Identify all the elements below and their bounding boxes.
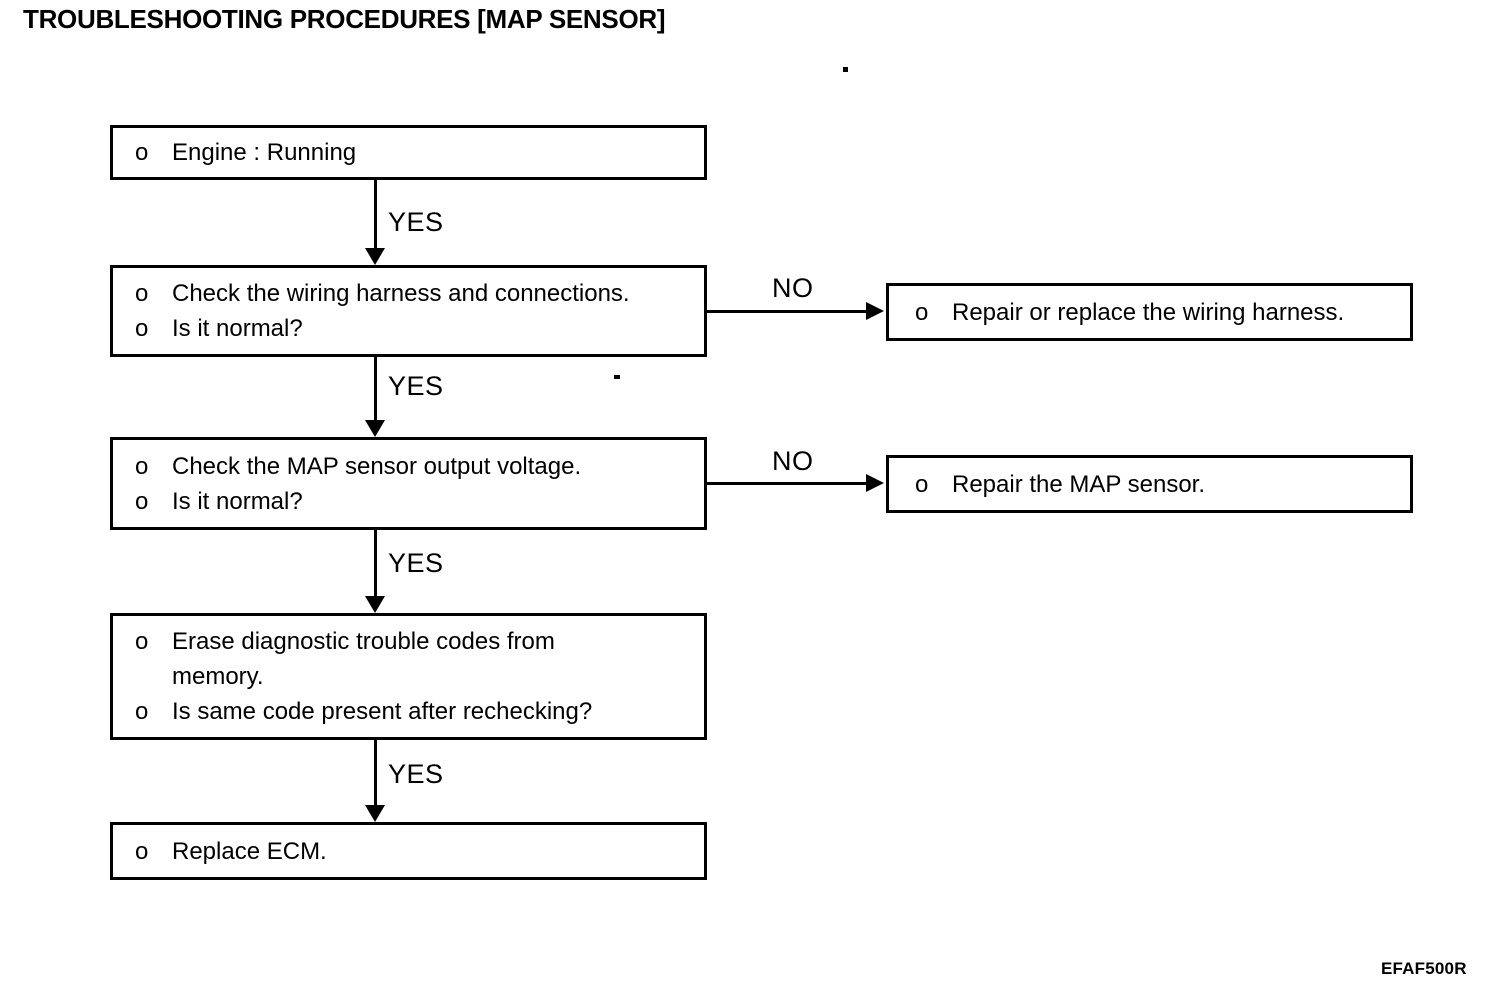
arrow-line-down-2 — [374, 357, 377, 422]
flow-step-check-wiring: o Check the wiring harness and connectio… — [110, 265, 707, 357]
arrow-line-right-2 — [707, 482, 868, 485]
arrow-line-down-4 — [374, 740, 377, 806]
yes-label-4: YES — [388, 759, 444, 789]
yes-label-3: YES — [388, 548, 444, 578]
step-line: o Engine : Running — [135, 135, 688, 170]
bullet-marker: o — [135, 452, 149, 480]
arrow-head-down-4-icon — [365, 805, 385, 822]
step-text: Check the MAP sensor output voltage. — [172, 452, 582, 480]
no-label-2: NO — [772, 446, 814, 476]
step-text: Is same code present after rechecking? — [172, 698, 593, 725]
scan-artifact-dot — [843, 67, 848, 72]
bullet-marker: o — [135, 487, 149, 515]
yes-label-2: YES — [388, 371, 444, 401]
bullet-marker: o — [915, 298, 929, 326]
bullet-marker: o — [135, 628, 149, 655]
flow-step-engine-running: o Engine : Running — [110, 125, 707, 180]
outcome-line: o Repair or replace the wiring harness. — [915, 295, 1404, 330]
flow-step-erase-codes: o Erase diagnostic trouble codes from me… — [110, 613, 707, 740]
outcome-line: o Repair the MAP sensor. — [915, 467, 1404, 502]
bullet-marker: o — [135, 837, 149, 865]
step-line: o Erase diagnostic trouble codes from me… — [135, 624, 688, 694]
flow-step-replace-ecm: o Replace ECM. — [110, 822, 707, 880]
step-line: o Check the wiring harness and connectio… — [135, 276, 688, 311]
step-text: Engine : Running — [172, 139, 357, 166]
bullet-marker: o — [135, 315, 149, 342]
arrow-head-down-2-icon — [365, 420, 385, 437]
arrow-line-down-3 — [374, 530, 377, 597]
arrow-line-down-1 — [374, 180, 377, 250]
bullet-marker: o — [915, 470, 929, 498]
bullet-marker: o — [135, 280, 149, 307]
scan-artifact-dot — [614, 375, 620, 379]
step-line: o Is it normal? — [135, 484, 688, 519]
outcome-repair-wiring: o Repair or replace the wiring harness. — [886, 283, 1413, 341]
step-text: Is it normal? — [172, 315, 303, 342]
step-line: o Check the MAP sensor output voltage. — [135, 449, 688, 484]
step-line: o Is it normal? — [135, 311, 688, 346]
arrow-line-right-1 — [707, 310, 868, 313]
yes-label-1: YES — [388, 207, 444, 237]
step-text: Is it normal? — [172, 487, 303, 515]
flow-step-check-map-voltage: o Check the MAP sensor output voltage. o… — [110, 437, 707, 530]
step-text: Replace ECM. — [172, 837, 327, 865]
no-label-1: NO — [772, 273, 814, 303]
bullet-marker: o — [135, 698, 149, 725]
outcome-repair-map-sensor: o Repair the MAP sensor. — [886, 455, 1413, 513]
arrow-head-down-3-icon — [365, 596, 385, 613]
step-text: Erase diagnostic trouble codes from memo… — [172, 628, 555, 690]
arrow-head-right-2-icon — [866, 474, 884, 492]
figure-code: EFAF500R — [1381, 959, 1467, 978]
arrow-head-down-1-icon — [365, 248, 385, 265]
outcome-text: Repair or replace the wiring harness. — [952, 298, 1345, 326]
page-title: TROUBLESHOOTING PROCEDURES [MAP SENSOR] — [23, 4, 666, 34]
outcome-text: Repair the MAP sensor. — [952, 470, 1206, 498]
step-line: o Replace ECM. — [135, 834, 688, 869]
step-text: Check the wiring harness and connections… — [172, 280, 630, 307]
step-line: o Is same code present after rechecking? — [135, 694, 688, 729]
bullet-marker: o — [135, 139, 149, 166]
arrow-head-right-1-icon — [866, 302, 884, 320]
